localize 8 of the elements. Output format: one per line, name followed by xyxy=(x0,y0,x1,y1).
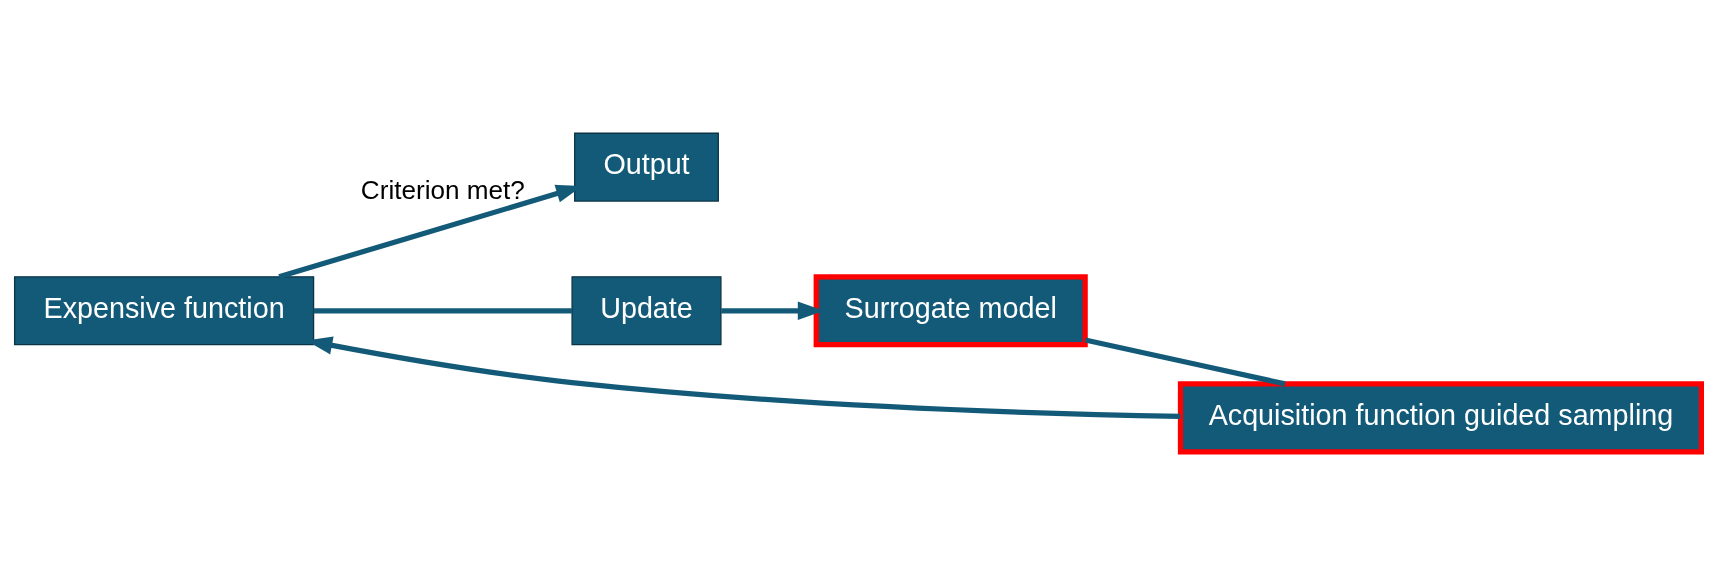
edge-label: Criterion met? xyxy=(360,174,525,205)
node-box: Update xyxy=(571,276,722,346)
connector xyxy=(313,308,572,314)
node-box: Surrogate model xyxy=(813,274,1088,348)
connector xyxy=(1084,337,1286,387)
node-box: Output xyxy=(574,132,719,202)
node-box: Acquisition function guided sampling xyxy=(1177,381,1704,455)
node-box: Expensive function xyxy=(13,276,315,346)
